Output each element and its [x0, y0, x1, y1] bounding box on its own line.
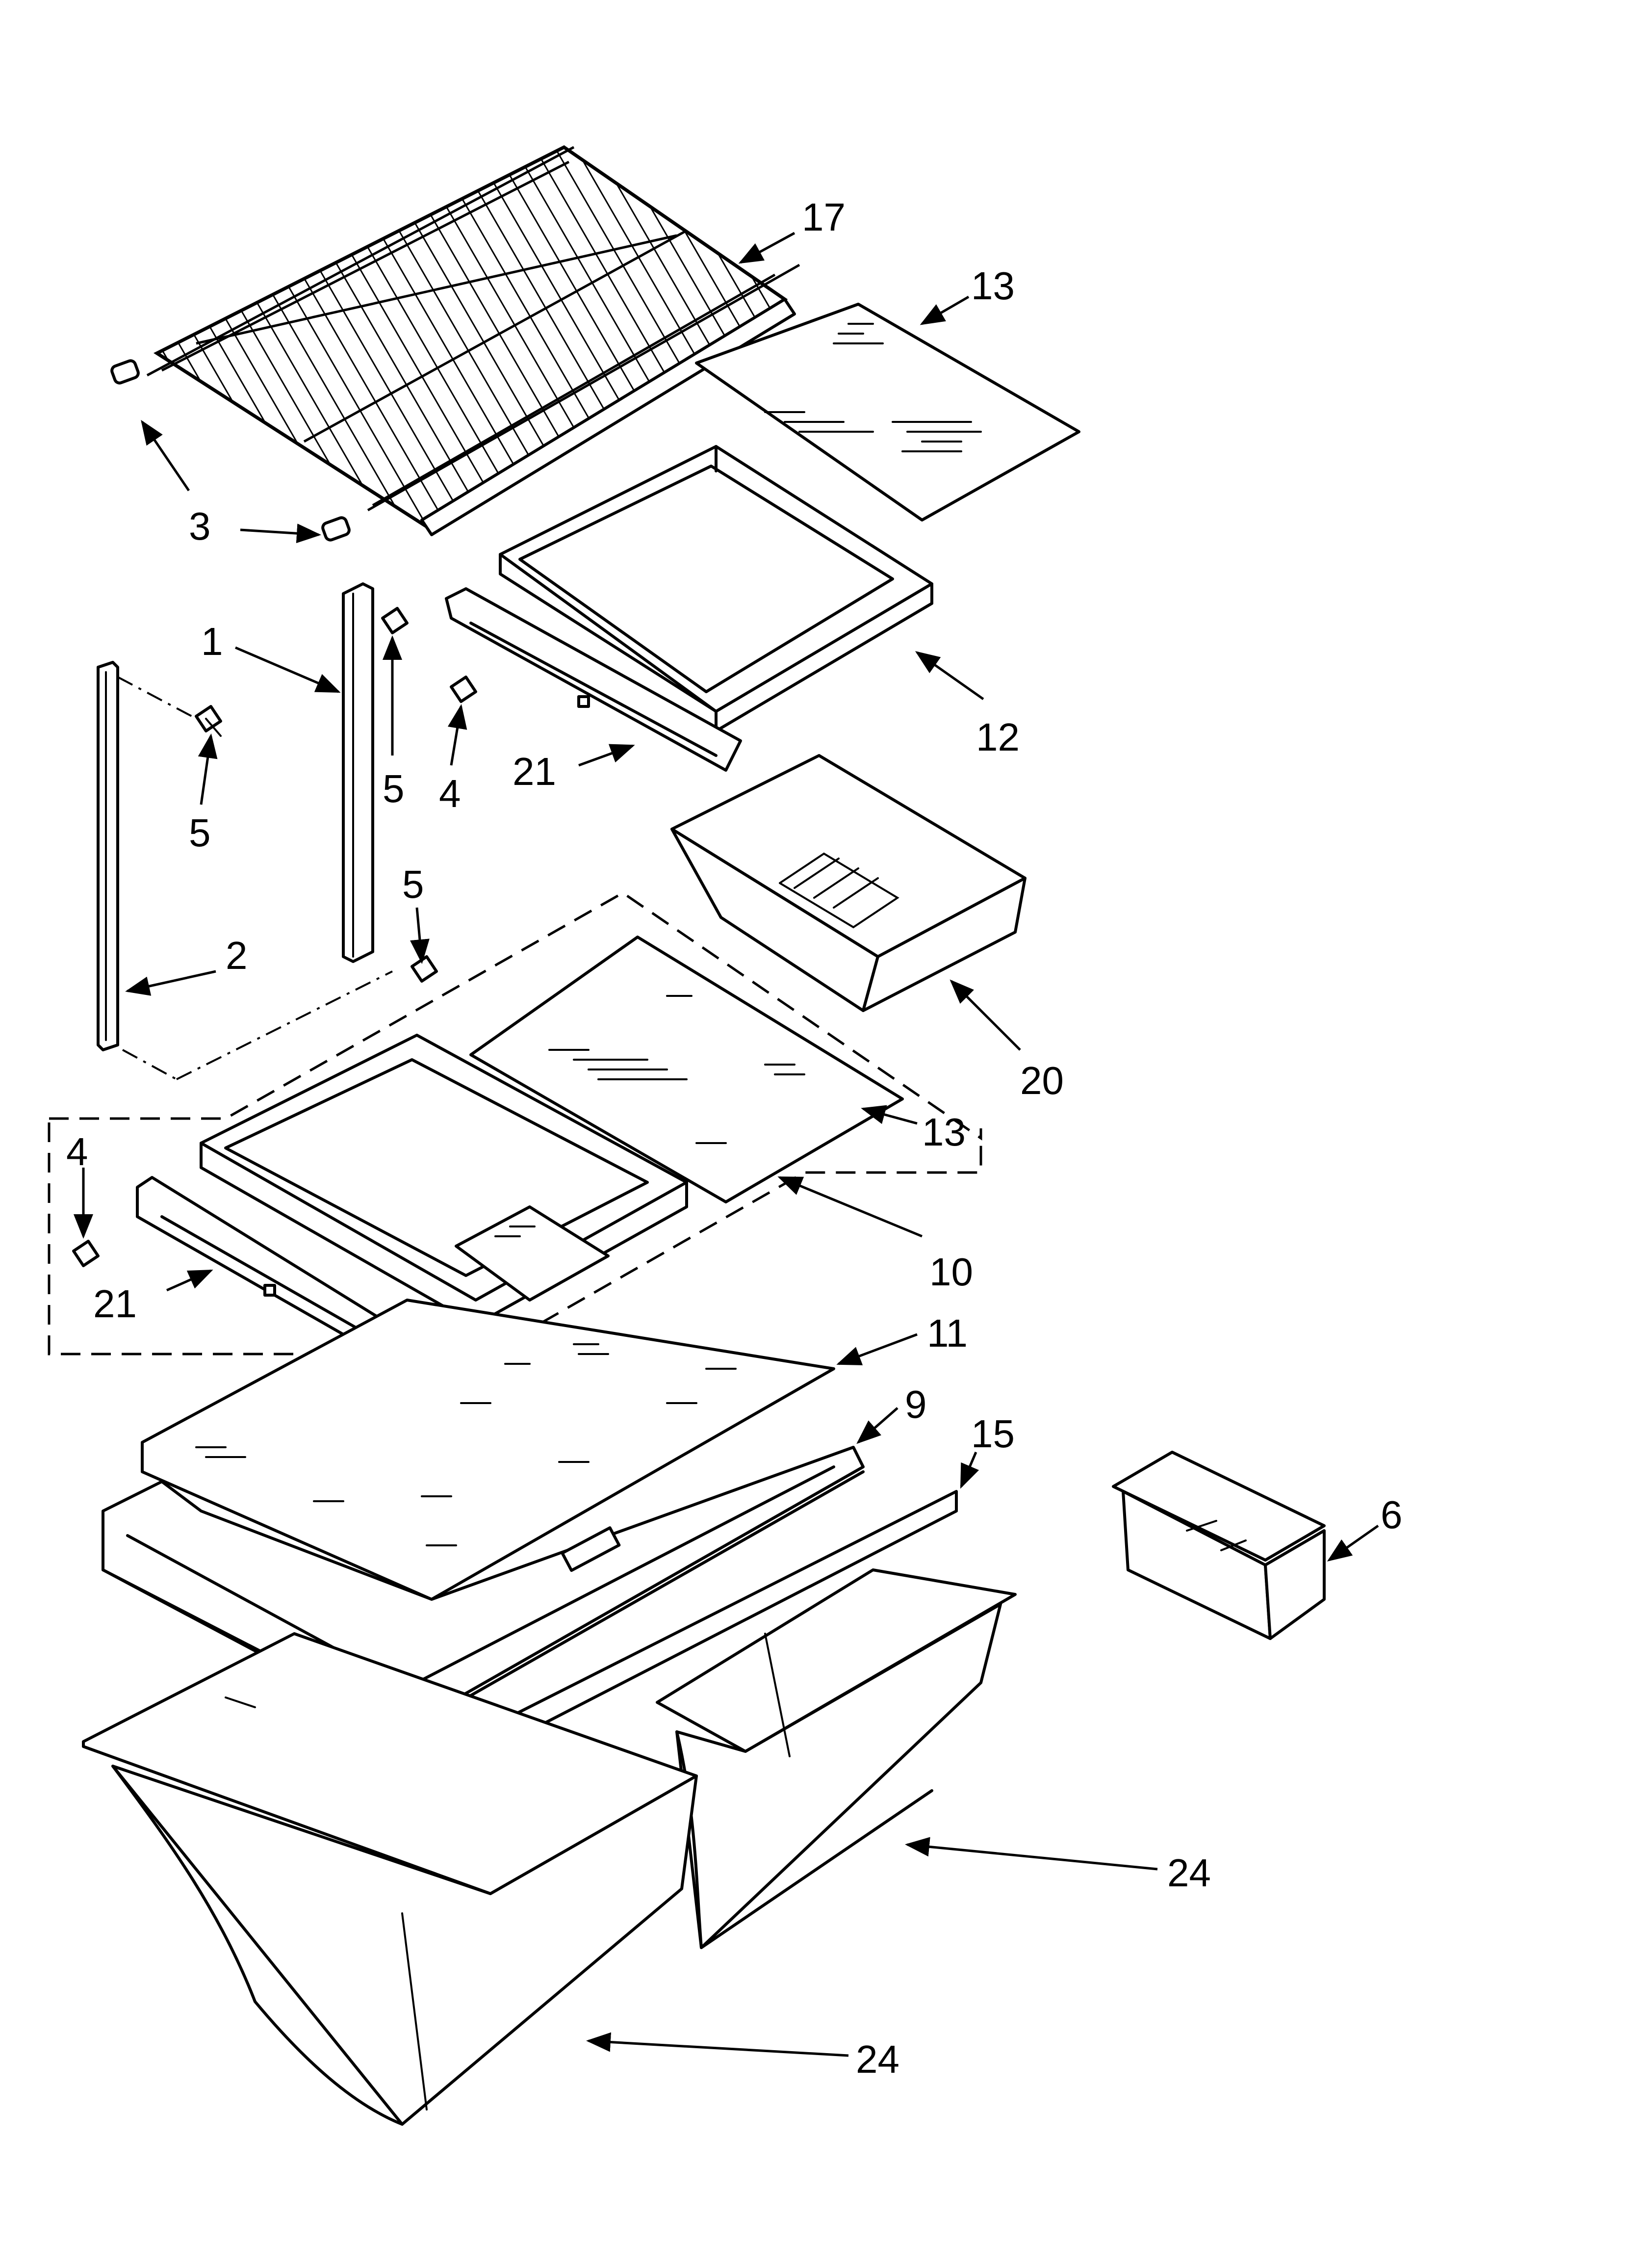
- callout-3: 3: [189, 504, 211, 548]
- callout-12: 12: [976, 715, 1020, 759]
- shelf-frame-part-12: [499, 445, 933, 732]
- screw-part-5-b: [381, 607, 409, 634]
- wire-shelf-part-17: [146, 145, 800, 536]
- callout-labels: 17 13 3 1 12 5 4 21 5 5 2 20 13 4 10 21 …: [66, 195, 1403, 2081]
- callout-10: 10: [929, 1250, 973, 1294]
- callout-4-a: 4: [439, 772, 461, 815]
- callout-13-lower: 13: [922, 1110, 966, 1154]
- dairy-bin-part-6: [1112, 1451, 1326, 1640]
- callout-4-b: 4: [66, 1130, 88, 1173]
- leader-arrows: [74, 232, 1379, 2057]
- callout-5-b: 5: [189, 811, 211, 855]
- shelf-support-part-3: [110, 359, 351, 542]
- crisper-pan-part-20: [670, 754, 1026, 1012]
- crisper-drawer-part-24-left: [82, 1632, 698, 2126]
- callout-15: 15: [971, 1412, 1015, 1456]
- callout-21-lower: 21: [93, 1282, 137, 1326]
- callout-20: 20: [1020, 1059, 1064, 1102]
- shelf-rail-part-21-top: [445, 587, 742, 772]
- glass-shelf-part-11: [141, 1299, 835, 1601]
- callout-17: 17: [802, 195, 846, 239]
- shelf-frame-assembly: [200, 1034, 688, 1326]
- screw-part-4-b: [72, 1240, 100, 1267]
- vertical-rail-part-1: [342, 582, 374, 963]
- glass-panel-part-13-top: [695, 303, 1080, 521]
- screw-part-5-c: [410, 955, 438, 983]
- vertical-rail-part-2: [97, 661, 393, 1080]
- callout-5-c: 5: [402, 862, 424, 906]
- callout-13-top: 13: [971, 264, 1015, 308]
- screw-part-5-a: [195, 705, 222, 737]
- screw-part-4-a: [450, 676, 477, 703]
- callout-2: 2: [226, 934, 248, 977]
- callout-6: 6: [1381, 1493, 1403, 1537]
- callout-11: 11: [927, 1311, 968, 1355]
- callout-1: 1: [201, 620, 223, 663]
- glass-panel-part-13-lower: [469, 936, 904, 1203]
- callout-24-a: 24: [1167, 1851, 1211, 1895]
- callout-24-b: 24: [856, 2037, 899, 2081]
- crisper-drawer-part-24-right: [656, 1568, 1017, 1949]
- callout-9: 9: [905, 1382, 927, 1426]
- callout-5-a: 5: [383, 767, 405, 810]
- callout-21-top: 21: [513, 750, 556, 793]
